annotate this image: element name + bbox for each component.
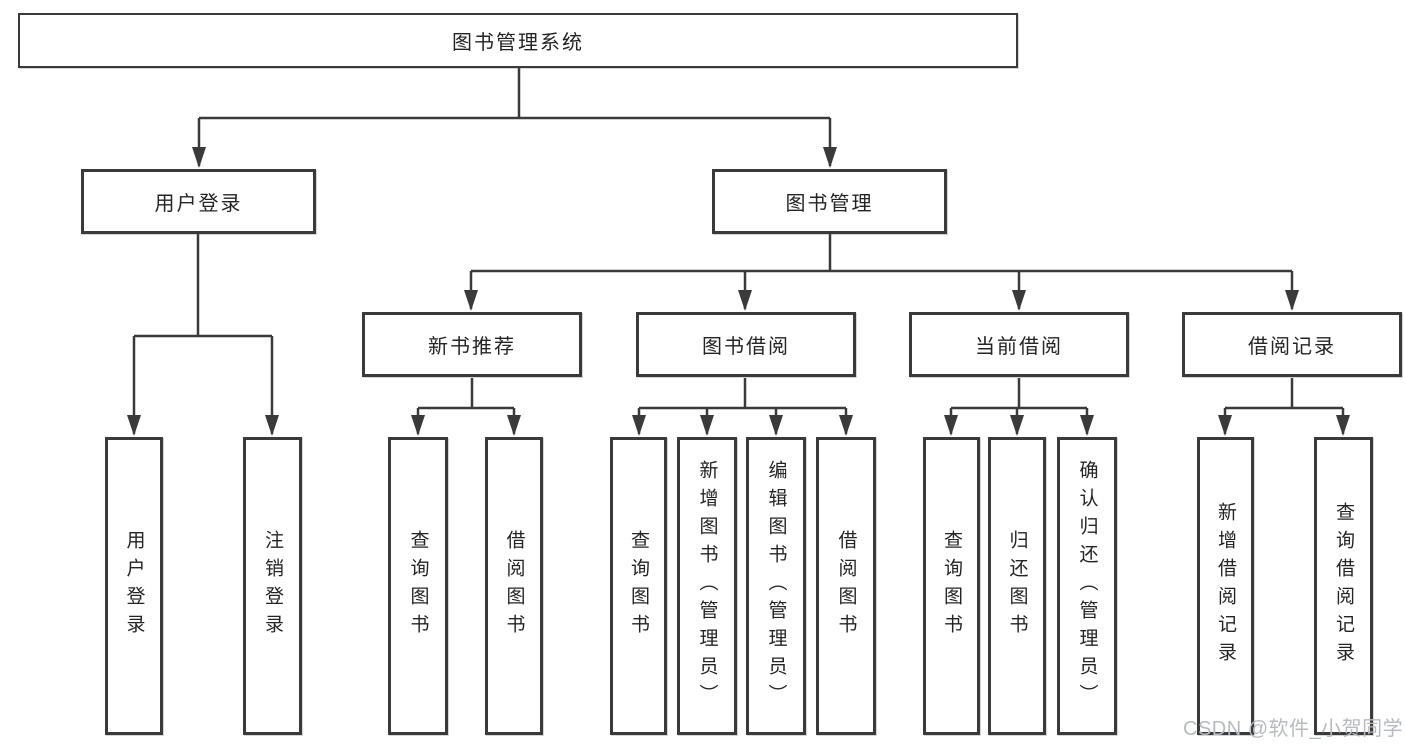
leaf-label: 查询图书 — [628, 530, 649, 642]
leaf-query-books-borrowing: 查询图书 — [610, 437, 667, 735]
leaf-edit-books-admin: 编辑图书（管理员） — [746, 437, 806, 735]
leaf-query-borrow-record: 查询借阅记录 — [1314, 437, 1373, 735]
watermark: CSDN @软件_小贺同学 — [1183, 718, 1404, 740]
connector-recommend-children — [411, 378, 521, 436]
leaf-return-books: 归还图书 — [988, 437, 1046, 735]
leaf-label: 查询图书 — [941, 530, 962, 642]
leaf-confirm-return-admin: 确认归还（管理员） — [1057, 437, 1117, 735]
node-book-management: 图书管理 — [712, 169, 947, 234]
leaf-query-books-current: 查询图书 — [923, 437, 980, 735]
connector-records-children — [1218, 378, 1350, 436]
leaf-label: 借阅图书 — [503, 530, 525, 642]
node-user-login: 用户登录 — [81, 169, 316, 234]
node-label: 图书管理系统 — [452, 32, 584, 54]
leaf-add-books-admin: 新增图书（管理员） — [677, 437, 737, 735]
leaf-label: 查询图书 — [407, 530, 429, 642]
leaf-add-borrow-record: 新增借阅记录 — [1197, 437, 1254, 735]
node-borrowing-records: 借阅记录 — [1182, 312, 1402, 377]
leaf-label: 注销登录 — [262, 530, 283, 642]
leaf-label: 借阅图书 — [835, 530, 857, 642]
node-new-book-recommendation: 新书推荐 — [362, 312, 582, 377]
connector-current-children — [944, 378, 1094, 436]
leaf-label: 新增借阅记录 — [1215, 502, 1236, 670]
leaf-label: 归还图书 — [1006, 530, 1028, 642]
leaf-label: 查询借阅记录 — [1333, 502, 1354, 670]
node-label: 图书管理 — [785, 193, 874, 215]
node-label: 借阅记录 — [1248, 336, 1336, 358]
node-label: 用户登录 — [154, 193, 243, 215]
node-library-management-system: 图书管理系统 — [18, 13, 1018, 68]
connector-borrowing-children — [632, 378, 853, 436]
node-label: 当前借阅 — [975, 336, 1063, 358]
node-label: 图书借阅 — [702, 336, 790, 358]
leaf-borrow-books-recommend: 借阅图书 — [485, 437, 543, 735]
node-label: 新书推荐 — [428, 336, 516, 358]
leaf-label: 编辑图书（管理员） — [765, 460, 787, 712]
node-current-borrowing: 当前借阅 — [909, 312, 1129, 377]
leaf-user-login: 用户登录 — [105, 437, 163, 735]
connector-book-mgmt-children — [464, 234, 1299, 311]
leaf-label: 新增图书（管理员） — [696, 460, 718, 712]
leaf-logout: 注销登录 — [243, 437, 302, 735]
connector-user-login-children — [127, 234, 279, 436]
leaf-borrow-books-borrowing: 借阅图书 — [816, 437, 876, 735]
leaf-label: 确认归还（管理员） — [1076, 460, 1098, 712]
connector-root-to-level2 — [192, 68, 837, 168]
leaf-query-books-recommend: 查询图书 — [388, 437, 448, 735]
node-book-borrowing: 图书借阅 — [636, 312, 856, 377]
leaf-label: 用户登录 — [123, 530, 145, 642]
